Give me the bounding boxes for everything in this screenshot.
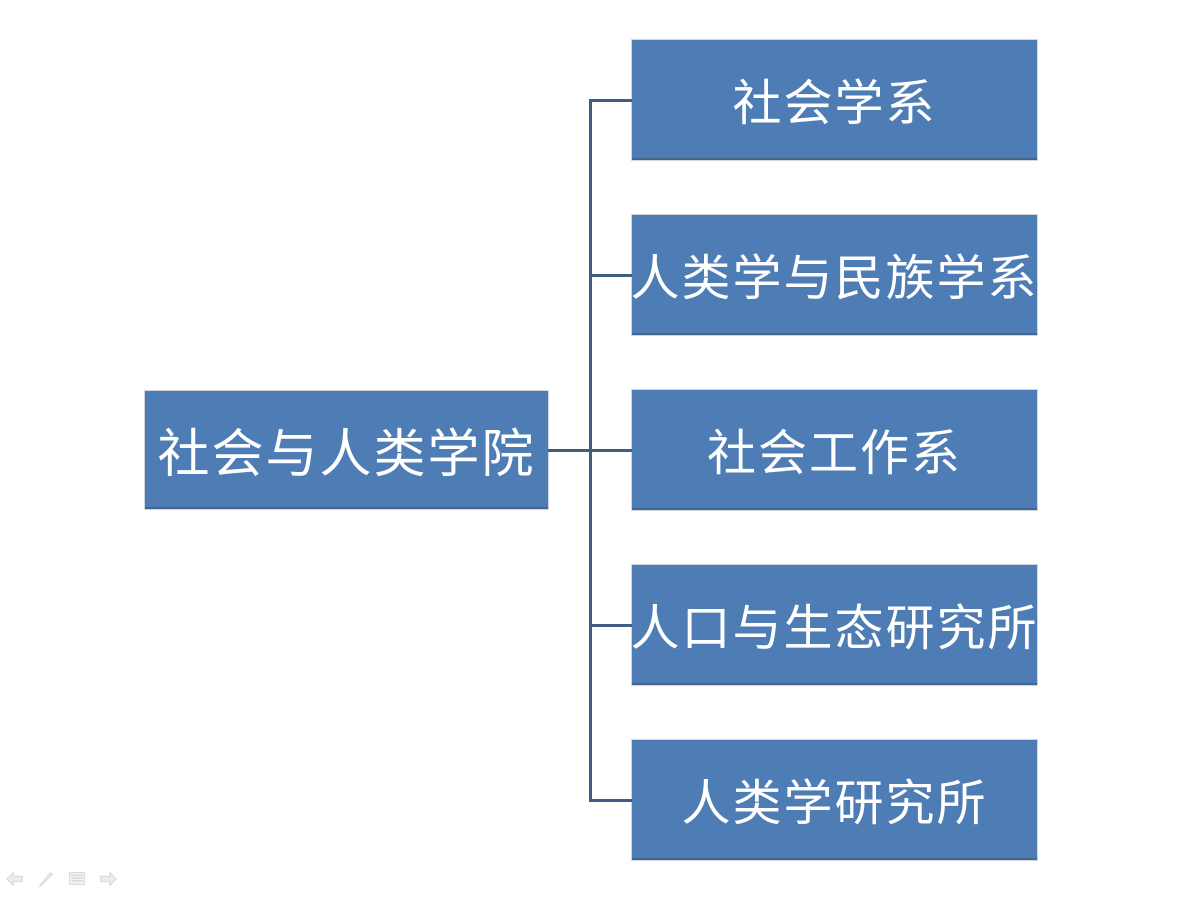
connector-stub bbox=[590, 449, 632, 452]
org-node-child: 社会工作系 bbox=[632, 390, 1037, 510]
org-node-child: 人类学与民族学系 bbox=[631, 215, 1037, 335]
next-slide-arrow-icon[interactable] bbox=[97, 867, 119, 889]
connector-root-stub bbox=[548, 449, 590, 452]
connector-stub bbox=[590, 99, 632, 102]
pen-tool-icon[interactable] bbox=[35, 867, 57, 889]
org-node-root: 社会与人类学院 bbox=[145, 391, 548, 509]
previous-slide-arrow-icon[interactable] bbox=[4, 867, 26, 889]
connector-stub bbox=[590, 624, 632, 627]
connector-stub bbox=[590, 274, 632, 277]
presenter-toolbar bbox=[4, 864, 134, 892]
org-node-child: 人口与生态研究所 bbox=[631, 565, 1037, 685]
org-node-child: 社会学系 bbox=[632, 40, 1037, 160]
connector-stub bbox=[590, 799, 632, 802]
org-node-child: 人类学研究所 bbox=[632, 740, 1037, 860]
slide-menu-icon[interactable] bbox=[66, 867, 88, 889]
